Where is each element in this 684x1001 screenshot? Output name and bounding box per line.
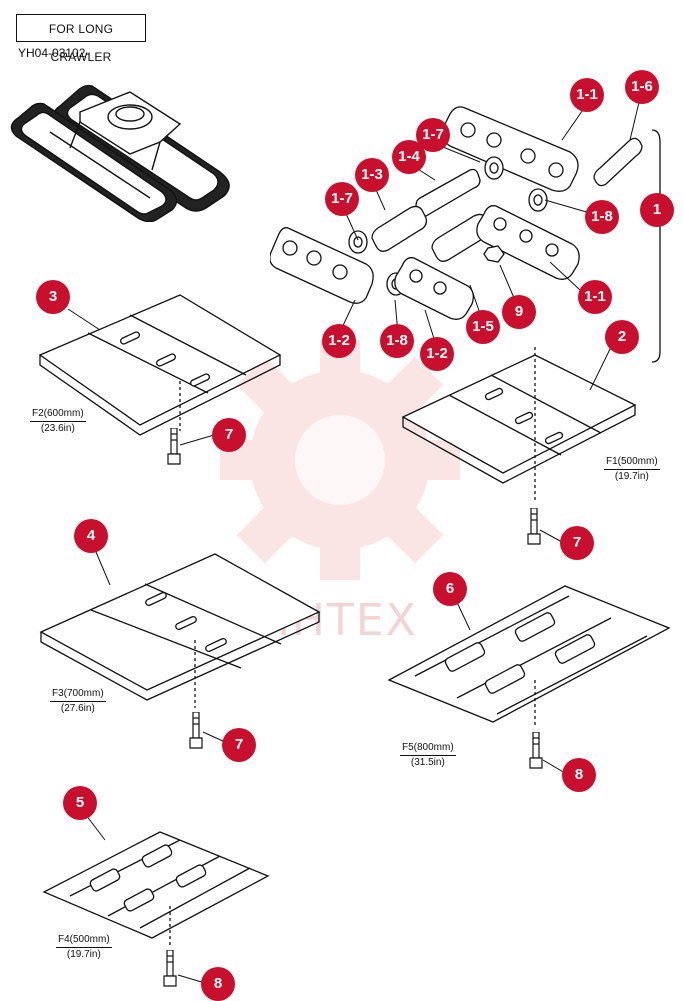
callout-7-f3[interactable]: 7 — [222, 728, 256, 762]
callout-7-f2[interactable]: 7 — [212, 418, 246, 452]
callout-8-f4[interactable]: 8 — [201, 967, 235, 1001]
callout-9[interactable]: 9 — [502, 295, 536, 329]
shoe-plate-f5 — [387, 585, 671, 728]
dim-f5-in: (31.5in) — [410, 757, 445, 768]
bolt-icon — [167, 428, 181, 465]
callout-1-7-left[interactable]: 1-7 — [325, 182, 359, 216]
callout-1[interactable]: 1 — [640, 193, 674, 227]
bolt-icon — [189, 712, 203, 749]
dim-f1-in: (19.7in) — [614, 471, 649, 482]
dim-f2-mm: F2(600mm) — [30, 408, 86, 422]
dim-f1: F1(500mm) (19.7in) — [604, 456, 660, 483]
part-code: YH04-03102- — [18, 46, 90, 60]
callout-2[interactable]: 2 — [605, 320, 639, 354]
bolt-icon — [529, 732, 543, 769]
callout-8-f5[interactable]: 8 — [562, 758, 596, 792]
callout-3[interactable]: 3 — [36, 280, 70, 314]
callout-1-8-bottom[interactable]: 1-8 — [380, 324, 414, 358]
crawler-undercarriage-illustration — [10, 84, 230, 222]
callout-5[interactable]: 5 — [63, 786, 97, 820]
callout-1-4[interactable]: 1-4 — [392, 140, 426, 174]
dim-f4: F4(500mm) (19.7in) — [56, 934, 112, 961]
shoe-plate-f1 — [401, 345, 637, 500]
track-link-assembly — [270, 106, 661, 363]
shoe-plate-f4 — [42, 831, 270, 948]
bolt-icon — [163, 950, 177, 987]
dim-f3-mm: F3(700mm) — [50, 688, 106, 702]
dim-f3: F3(700mm) (27.6in) — [50, 688, 106, 715]
dim-f3-in: (27.6in) — [60, 703, 95, 714]
callout-6[interactable]: 6 — [433, 572, 467, 606]
callout-1-2-left[interactable]: 1-2 — [322, 324, 356, 358]
header-label: FOR LONG CRAWLER — [16, 14, 146, 64]
callout-1-1-right[interactable]: 1-1 — [578, 280, 612, 314]
callout-1-2-middle[interactable]: 1-2 — [420, 337, 454, 371]
dim-f2: F2(600mm) (23.6in) — [30, 408, 86, 435]
callout-4[interactable]: 4 — [74, 519, 108, 553]
shoe-plate-f2 — [38, 294, 282, 436]
watermark-gear-icon — [220, 340, 460, 580]
bolt-icon — [527, 508, 541, 545]
dim-f5: F5(800mm) (31.5in) — [400, 742, 456, 769]
callout-1-3[interactable]: 1-3 — [355, 158, 389, 192]
callout-1-5[interactable]: 1-5 — [466, 310, 500, 344]
dim-f5-mm: F5(800mm) — [400, 742, 456, 756]
callout-1-8-right[interactable]: 1-8 — [585, 200, 619, 234]
callout-7-f1[interactable]: 7 — [560, 526, 594, 560]
callout-1-1-top[interactable]: 1-1 — [570, 78, 604, 112]
dim-f4-mm: F4(500mm) — [56, 934, 112, 948]
dim-f4-in: (19.7in) — [66, 949, 101, 960]
dim-f1-mm: F1(500mm) — [604, 456, 660, 470]
shoe-plate-f3 — [39, 553, 321, 708]
dim-f2-in: (23.6in) — [40, 423, 75, 434]
callout-1-6[interactable]: 1-6 — [625, 70, 659, 104]
